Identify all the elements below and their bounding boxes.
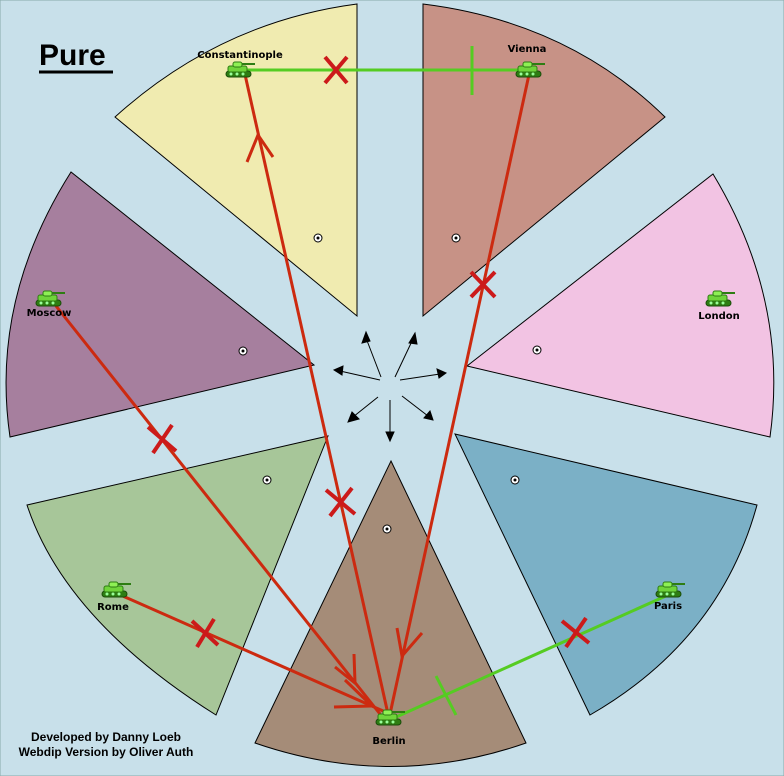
army-unit-constantinople[interactable] — [225, 61, 255, 78]
credits-line-2: Webdip Version by Oliver Auth — [19, 745, 194, 759]
fail-mark-berlin — [324, 486, 357, 518]
label-berlin: Berlin — [372, 736, 405, 747]
label-london: London — [698, 311, 740, 322]
credits-line-1: Developed by Danny Loeb — [31, 730, 181, 744]
territory-vienna[interactable] — [422, 3, 666, 318]
army-unit-berlin[interactable] — [375, 709, 405, 726]
army-unit-moscow[interactable] — [35, 290, 65, 307]
order-berlin-move-constantinople — [242, 69, 390, 715]
territory-moscow[interactable] — [5, 171, 316, 438]
failed-order-marks — [146, 55, 591, 649]
label-rome: Rome — [97, 602, 129, 613]
center-direction-arrows — [332, 330, 448, 443]
army-unit-paris[interactable] — [655, 581, 685, 598]
fail-mark-constantinople — [323, 55, 349, 85]
order-paris-support-tick — [434, 675, 458, 716]
support-orders — [244, 46, 669, 720]
move-orders — [54, 69, 532, 716]
army-unit-london[interactable] — [705, 290, 735, 307]
fail-mark-moscow — [146, 423, 178, 455]
fail-mark-vienna — [469, 270, 497, 299]
order-paris-support-berlin — [393, 593, 669, 720]
territory-london[interactable] — [465, 173, 775, 438]
fail-mark-paris — [560, 616, 591, 649]
label-constantinople: Constantinople — [197, 50, 283, 61]
map-title: Pure — [39, 39, 106, 72]
label-vienna: Vienna — [508, 44, 547, 55]
label-paris: Paris — [654, 601, 682, 612]
fail-mark-rome — [190, 617, 220, 649]
label-moscow: Moscow — [27, 308, 72, 319]
order-rome-move-berlin — [115, 591, 391, 716]
territory-constantinople[interactable] — [114, 3, 358, 318]
territory-rome[interactable] — [26, 435, 329, 716]
order-moscow-move-berlin — [54, 305, 382, 715]
army-unit-vienna[interactable] — [515, 61, 545, 78]
territory-paris[interactable] — [454, 433, 758, 716]
order-vienna-move-berlin — [388, 69, 532, 715]
army-unit-rome[interactable] — [101, 581, 131, 598]
